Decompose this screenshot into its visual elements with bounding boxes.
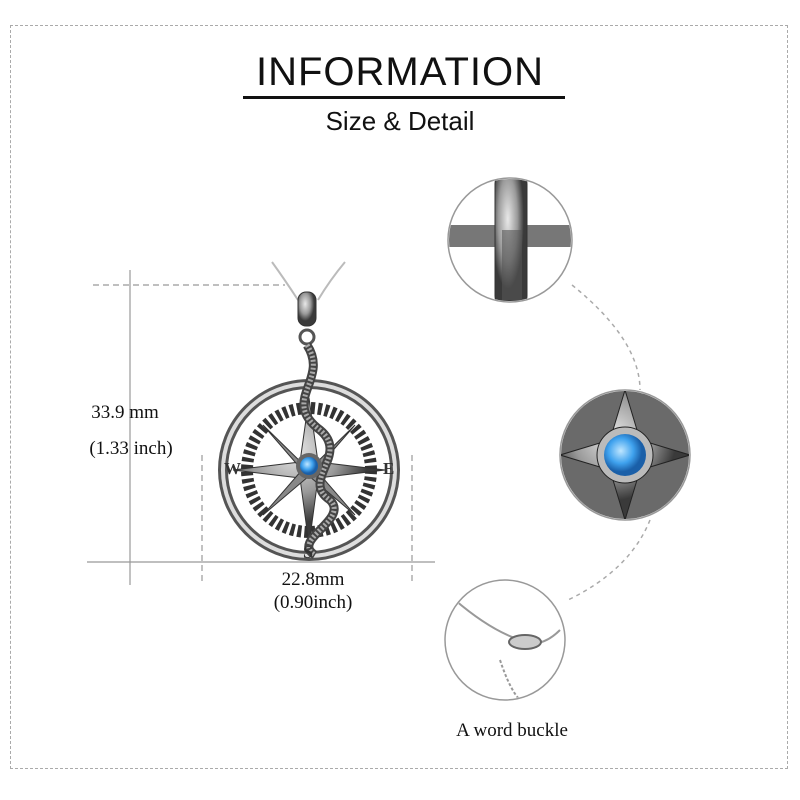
width-mm-label: 22.8mm xyxy=(281,569,345,590)
title-underline xyxy=(243,96,565,99)
dashed-frame xyxy=(10,25,788,769)
compass-pendant: W E S xyxy=(218,291,400,562)
height-inch-label: (1.33 inch) xyxy=(89,438,173,459)
dimension-lines xyxy=(87,270,435,585)
compass-letter-s: S xyxy=(303,542,313,562)
detail-clasp xyxy=(444,579,566,701)
page-title: INFORMATION xyxy=(255,50,544,94)
chain xyxy=(271,261,346,301)
width-inch-label: (0.90inch) xyxy=(273,592,353,613)
height-mm-label: 33.9 mm xyxy=(91,402,159,423)
compass-letter-e: E xyxy=(383,459,394,478)
compass-letter-w: W xyxy=(224,459,241,478)
detail-bail xyxy=(447,177,573,303)
connector-arc xyxy=(567,284,651,601)
page-subtitle: Size & Detail xyxy=(325,106,475,136)
detail-gem xyxy=(559,389,691,521)
clasp-caption: A word buckle xyxy=(456,720,568,741)
